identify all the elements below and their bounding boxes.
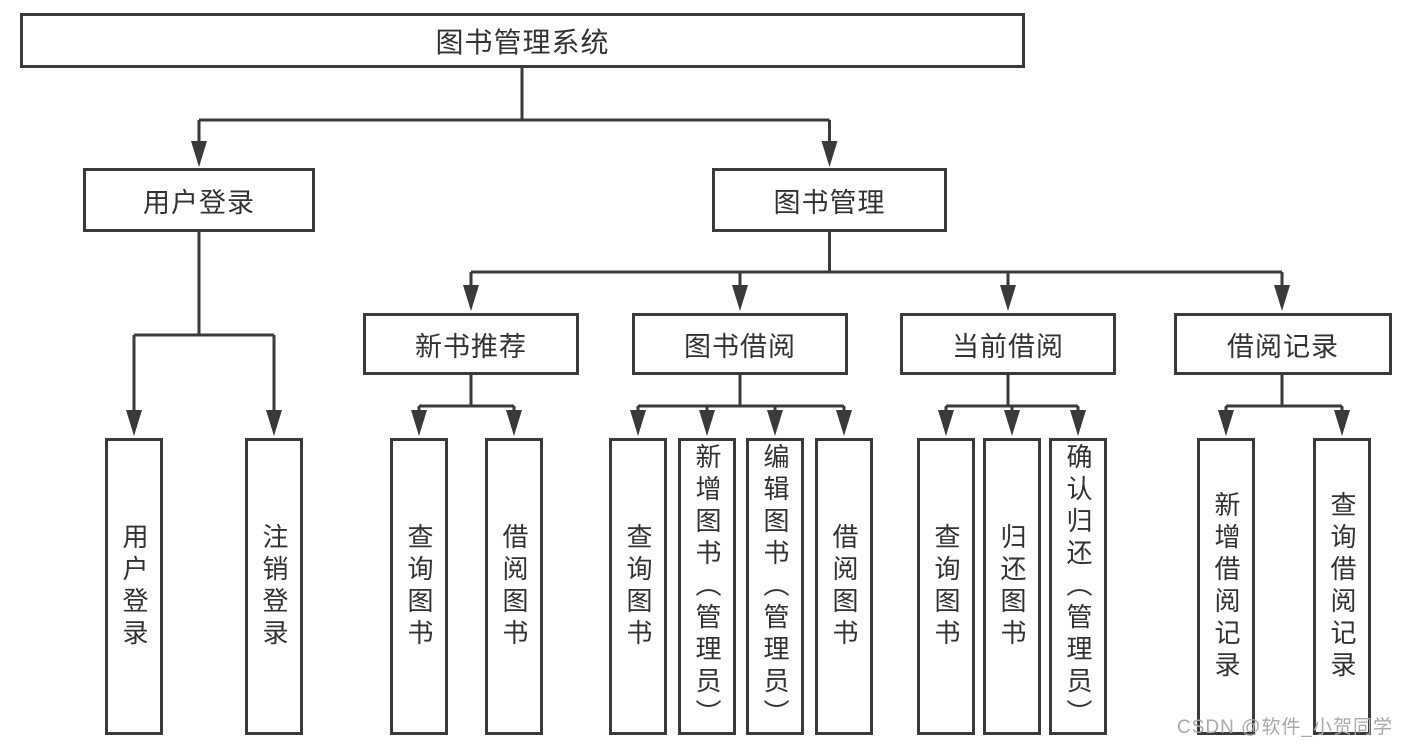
leaf-nbr-borrow-books-label: 借阅图书	[499, 522, 529, 651]
node-book-management: 图书管理	[712, 168, 947, 232]
leaf-bb-query-books-label: 查询图书	[623, 522, 653, 651]
leaf-bb-edit-books-admin: 编辑图书（管理员）	[746, 438, 804, 735]
node-borrowing-records-label: 借阅记录	[1227, 331, 1339, 362]
leaf-nbr-query-books: 查询图书	[390, 438, 448, 735]
node-library-system: 图书管理系统	[20, 13, 1025, 68]
node-book-management-label: 图书管理	[773, 187, 886, 218]
leaf-nbr-borrow-books: 借阅图书	[485, 438, 543, 735]
leaf-cb-confirm-return-admin: 确认归还（管理员）	[1049, 438, 1107, 735]
leaf-logout-label: 注销登录	[259, 522, 289, 651]
leaf-user-login-label: 用户登录	[119, 522, 149, 651]
leaf-br-query-record-label: 查询借阅记录	[1327, 490, 1357, 683]
node-borrowing-records: 借阅记录	[1174, 313, 1392, 375]
node-book-borrowing-label: 图书借阅	[684, 331, 796, 362]
node-new-book-recommend: 新书推荐	[363, 313, 579, 375]
leaf-nbr-query-books-label: 查询图书	[404, 522, 434, 651]
leaf-bb-borrow-books-label: 借阅图书	[829, 522, 859, 651]
arrowheads	[126, 141, 1350, 436]
leaf-br-add-record: 新增借阅记录	[1197, 438, 1255, 735]
leaf-cb-confirm-return-admin-label: 确认归还（管理员）	[1063, 442, 1093, 731]
leaf-bb-add-books-admin: 新增图书（管理员）	[678, 438, 736, 735]
leaf-logout: 注销登录	[245, 438, 303, 735]
leaf-br-query-record: 查询借阅记录	[1313, 438, 1371, 735]
leaf-user-login: 用户登录	[105, 438, 163, 735]
leaf-cb-query-books: 查询图书	[917, 438, 975, 735]
csdn-watermark: CSDN @软件_小贺同学	[1177, 717, 1393, 738]
node-book-borrowing: 图书借阅	[632, 313, 848, 375]
node-user-login: 用户登录	[83, 168, 315, 232]
node-current-borrowing: 当前借阅	[900, 313, 1116, 375]
node-user-login-label: 用户登录	[143, 187, 255, 218]
node-library-system-label: 图书管理系统	[435, 26, 610, 58]
leaf-cb-query-books-label: 查询图书	[931, 522, 961, 651]
leaf-cb-return-books-label: 归还图书	[997, 522, 1027, 651]
node-new-book-recommend-label: 新书推荐	[415, 331, 527, 362]
leaf-bb-add-books-admin-label: 新增图书（管理员）	[692, 442, 722, 731]
leaf-br-add-record-label: 新增借阅记录	[1211, 490, 1241, 683]
leaf-bb-edit-books-admin-label: 编辑图书（管理员）	[760, 442, 790, 731]
leaf-bb-borrow-books: 借阅图书	[815, 438, 873, 735]
leaf-cb-return-books: 归还图书	[983, 438, 1041, 735]
leaf-bb-query-books: 查询图书	[609, 438, 667, 735]
node-current-borrowing-label: 当前借阅	[952, 331, 1064, 362]
